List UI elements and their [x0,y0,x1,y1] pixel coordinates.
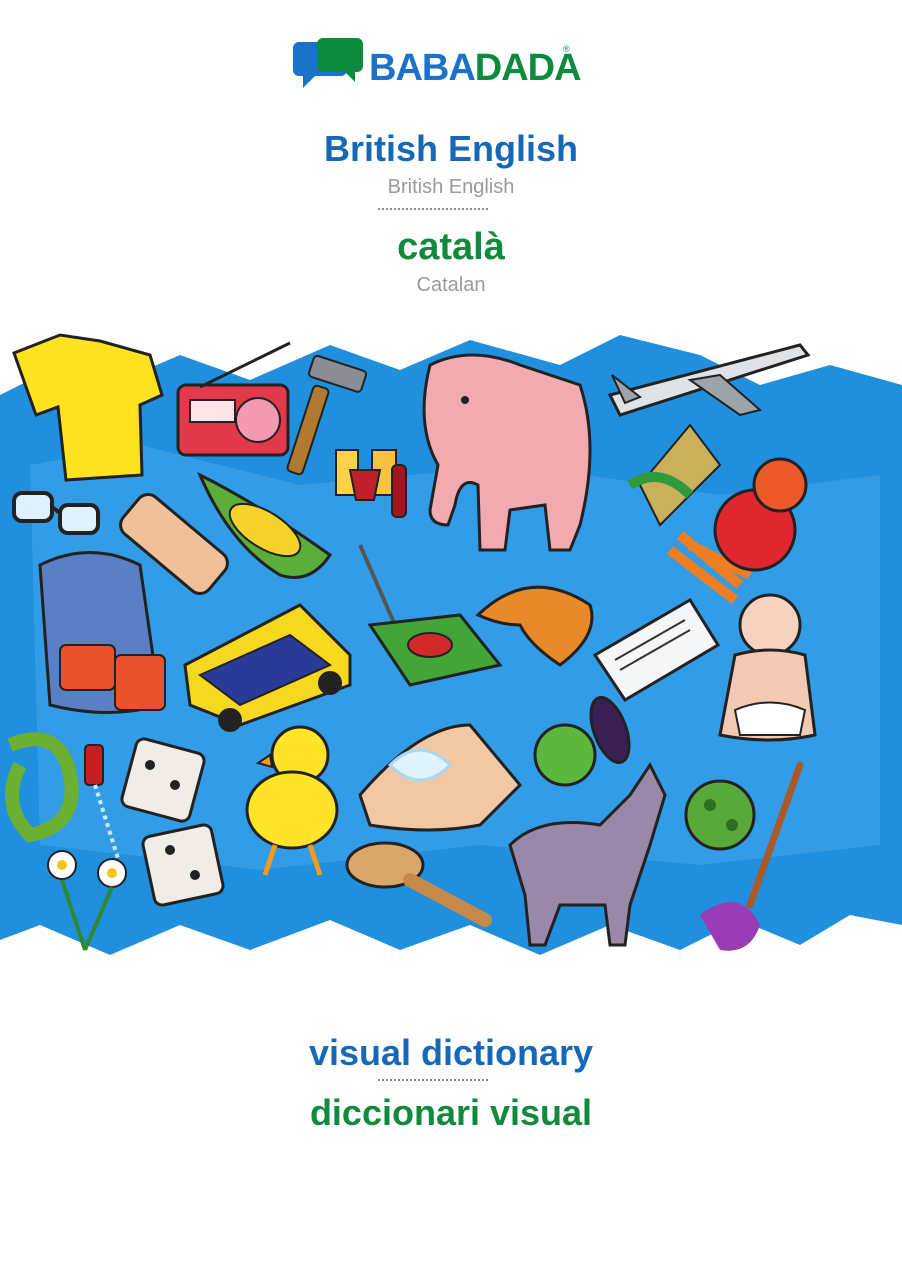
divider-dots-bottom [378,1079,488,1081]
plaster-icon [119,493,229,595]
language2-subtitle: Catalan [416,274,486,296]
radio-icon [176,341,291,457]
babadada-logo: BABADADA ® [293,36,583,96]
speech-bubble-icon [293,38,363,88]
hammer-icon [286,354,368,476]
logo-part-dada: DADA [474,47,582,89]
t-shirt-icon [12,333,164,482]
lawnmower-icon [358,544,503,687]
airplane-icon [607,343,811,417]
eggplant-icon [589,696,631,764]
vegetables-icon [627,423,753,604]
language2-title: català [397,226,505,268]
logo-wordmark: BABADADA [369,46,582,90]
virus-icon [684,779,756,851]
croissant-icon [475,585,594,667]
drinks-icon [335,449,407,518]
registered-mark: ® [563,44,570,54]
garden-hose-icon [5,732,122,866]
glasses-icon [12,491,100,535]
language1-title: British English [323,128,579,169]
daisies-icon [47,850,127,951]
hand-washing-icon [358,723,523,832]
logo-part-baba: BABA [369,47,476,89]
paintbrush-icon [700,761,804,951]
apples-icon [713,457,808,572]
language1-subtitle: British English [387,176,515,198]
dice-icon [120,737,225,907]
divider-dots-top [378,208,488,210]
dictionary-title-catalan: diccionari visual [309,1092,593,1133]
newspaper-icon [592,597,721,703]
donkey-icon [508,762,667,947]
race-car-icon [183,603,352,732]
cabbage-icon [533,723,597,787]
cover-illustration [0,333,902,955]
baby-icon [718,593,817,742]
elephant-icon [422,353,592,552]
chick-icon [245,725,339,876]
backpack-icon [38,551,166,714]
dictionary-title-english: visual dictionary [308,1032,594,1073]
brush-icon [345,841,492,927]
corn-icon [197,471,333,579]
